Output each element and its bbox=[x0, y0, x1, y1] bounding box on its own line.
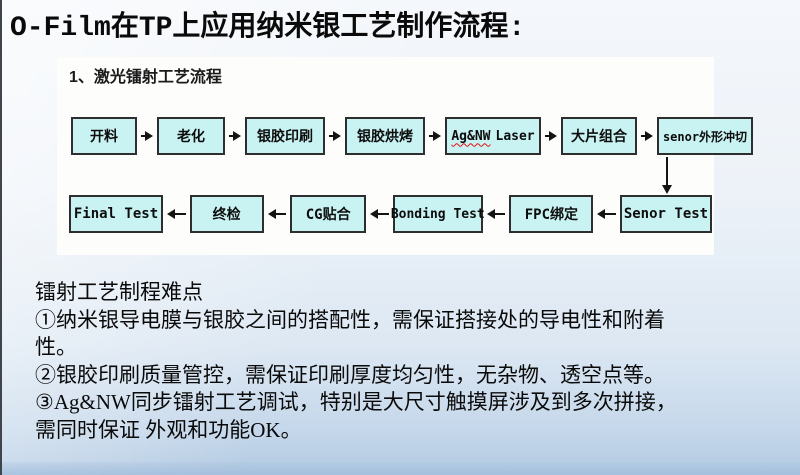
arrow-right-icon bbox=[429, 131, 441, 141]
flow-step-silver-paste-baking: 银胶烘烤 bbox=[345, 117, 425, 155]
flow-diagram-heading: 1、激光镭射工艺流程 bbox=[69, 69, 222, 86]
arrow-left-icon bbox=[370, 209, 389, 219]
notes-line: ①纳米银导电膜与银胶之间的搭配性，需保证搭接处的导电性和附着 bbox=[35, 307, 665, 332]
flow-step-aging: 老化 bbox=[157, 117, 225, 155]
notes-line: 需同时保证 外观和功能OK。 bbox=[35, 417, 302, 442]
arrow-left-icon bbox=[597, 209, 616, 219]
flow-step-silver-paste-printing: 银胶印刷 bbox=[245, 117, 325, 155]
flow-step-cutting: 开料 bbox=[71, 117, 137, 155]
process-difficulties-notes: 镭射工艺制程难点 ①纳米银导电膜与银胶之间的搭配性，需保证搭接处的导电性和附着 … bbox=[35, 279, 794, 444]
flow-step-bonding-test: Bonding Test bbox=[391, 195, 485, 233]
arrow-right-icon bbox=[141, 131, 153, 141]
arrow-right-icon bbox=[229, 131, 241, 141]
flow-step-large-sheet-assembly: 大片组合 bbox=[561, 117, 637, 155]
arrow-down-icon bbox=[662, 157, 672, 194]
arrow-right-icon bbox=[545, 131, 557, 141]
misspelled-word: Ag&NW bbox=[451, 128, 491, 144]
arrow-right-icon bbox=[329, 131, 341, 141]
flow-step-sensor-test: Senor Test bbox=[619, 195, 712, 233]
arrow-right-icon bbox=[641, 131, 653, 141]
notes-line: ②银胶印刷质量管控，需保证印刷厚度均匀性，无杂物、透空点等。 bbox=[35, 362, 665, 387]
flow-step-sensor-outline-punching: senor外形冲切 bbox=[657, 117, 753, 155]
arrow-left-icon bbox=[486, 209, 506, 219]
flow-step-final-inspection: 终检 bbox=[189, 195, 264, 233]
slide-bottom-gradient bbox=[2, 462, 800, 475]
flow-step-cg-lamination: CG贴合 bbox=[290, 195, 367, 233]
flow-step-final-test: Final Test bbox=[69, 195, 163, 233]
flow-row-return: Final Test 终检 CG贴合 Bonding Test FPC绑定 Se… bbox=[69, 195, 712, 233]
arrow-left-icon bbox=[267, 209, 287, 219]
arrow-left-icon bbox=[167, 209, 186, 219]
notes-line: ③Ag&NW同步镭射工艺调试，特别是大尺寸触摸屏涉及到多次拼接， bbox=[35, 390, 677, 414]
flow-step-fpc-bonding: FPC绑定 bbox=[509, 195, 594, 233]
slide-title: O-Film在TP上应用纳米银工艺制作流程: bbox=[10, 13, 526, 44]
notes-line: 性。 bbox=[35, 335, 77, 359]
notes-heading: 镭射工艺制程难点 bbox=[35, 280, 203, 304]
